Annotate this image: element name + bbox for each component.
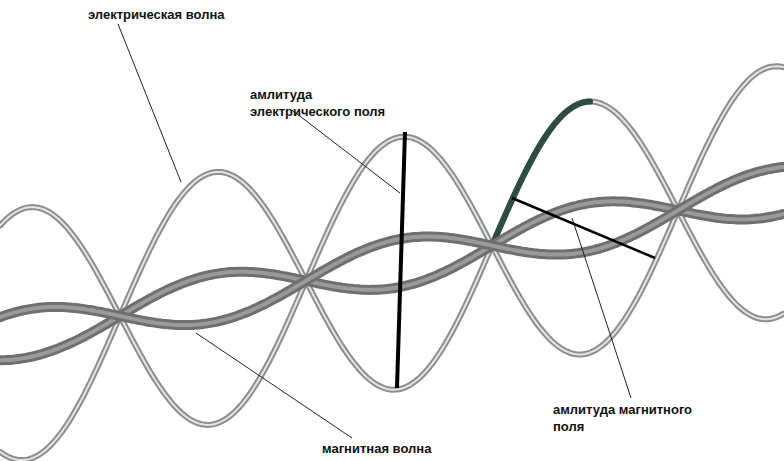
annotation-label: амлитуда магнитного поля — [553, 401, 703, 435]
leader-line — [118, 24, 181, 182]
annotation-label: магнитная волна — [322, 440, 522, 457]
leader-line — [572, 218, 631, 398]
electric-wave-highlight — [0, 66, 783, 425]
electric-amplitude-line — [397, 132, 405, 388]
magnetic-amplitude-line — [512, 198, 655, 258]
annotation-label: амлитуда электрического поля — [250, 86, 400, 120]
electric-wave-highlight — [0, 102, 783, 461]
magnetic-wave-highlight — [0, 201, 783, 360]
magnetic-wave — [0, 201, 783, 360]
magnetic-wave-highlight — [0, 167, 783, 325]
wave-ribbons — [0, 66, 783, 460]
leader-line — [196, 333, 352, 438]
leader-line — [292, 110, 400, 193]
electric-wave — [0, 66, 783, 425]
electric-wave — [0, 102, 783, 461]
magnetic-wave — [0, 167, 783, 325]
annotation-label: электрическая волна — [88, 6, 288, 23]
